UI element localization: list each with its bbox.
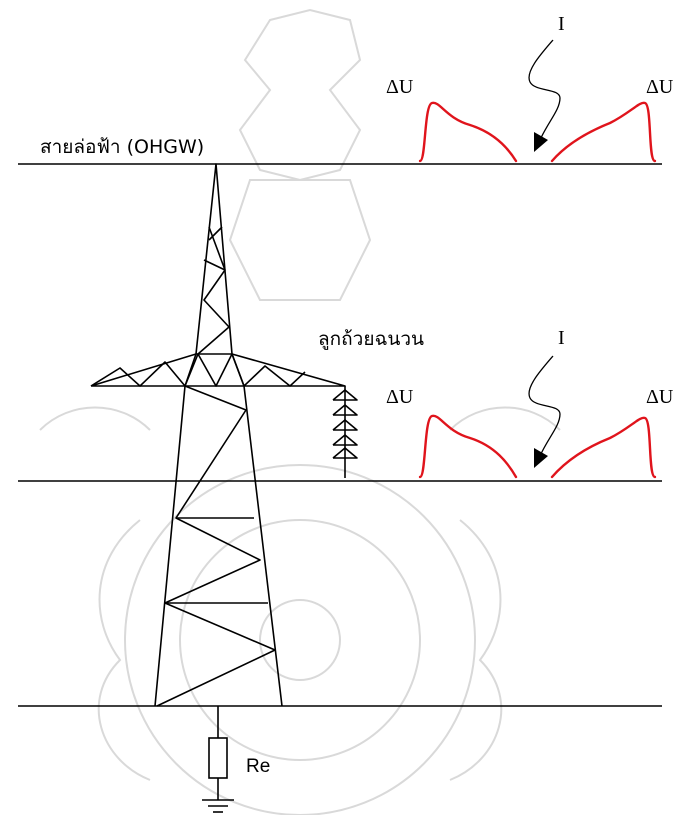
- surge-wave-mid-right: [550, 416, 657, 479]
- watermark-seal: [39, 8, 561, 815]
- delta-u-label-mid-right: ΔU: [646, 386, 674, 408]
- current-label-mid: I: [558, 327, 565, 349]
- transmission-tower: [90, 163, 346, 707]
- surge-wave-top-left: [418, 101, 518, 163]
- resistor-label: Re: [246, 756, 270, 777]
- resistor-icon: [208, 737, 228, 779]
- current-label-top: I: [558, 13, 565, 35]
- lightning-arrow-mid: [528, 355, 561, 468]
- delta-u-label-top-left: ΔU: [386, 76, 414, 98]
- surge-wave-top-right: [550, 101, 657, 163]
- delta-u-label-mid-left: ΔU: [386, 386, 414, 408]
- ground-wire-label: สายล่อฟ้า (OHGW): [40, 136, 204, 158]
- lightning-arrow-top: [528, 39, 561, 152]
- insulator-icon: [332, 386, 358, 478]
- surge-wave-mid-left: [418, 414, 518, 479]
- ground-icon: [202, 799, 234, 813]
- delta-u-label-top-right: ΔU: [646, 76, 674, 98]
- insulator-label: ลูกถ้วยฉนวน: [318, 328, 424, 350]
